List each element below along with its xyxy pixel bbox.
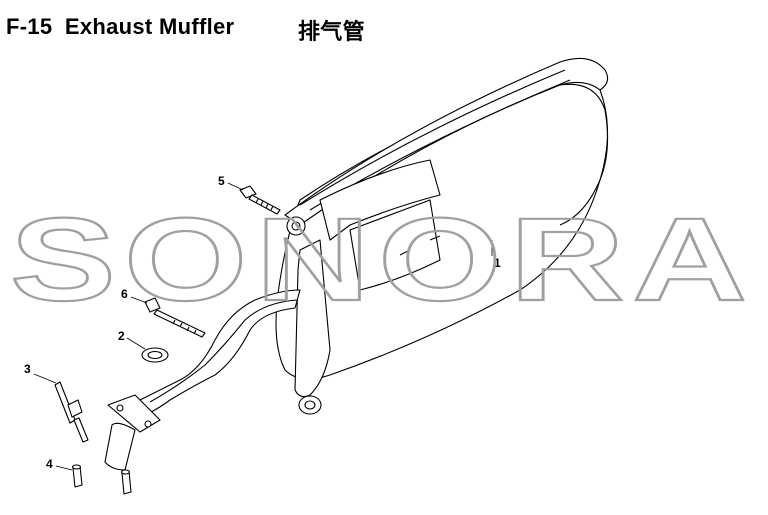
bolt-6 bbox=[144, 297, 206, 338]
callout-6: 6 bbox=[121, 287, 128, 301]
part-name: Exhaust Muffler bbox=[64, 14, 235, 39]
muffler-end-cap bbox=[559, 83, 609, 226]
callout-2: 2 bbox=[118, 329, 125, 343]
bracket-arm bbox=[294, 239, 331, 398]
mount-bracket bbox=[319, 159, 441, 241]
bolt-5 bbox=[239, 185, 281, 215]
part-name-chinese: 排气管 bbox=[298, 19, 365, 44]
watermark-text: SONORA bbox=[10, 194, 755, 326]
callout-4: 4 bbox=[46, 457, 53, 471]
callout-1: 1 bbox=[494, 256, 501, 270]
flange-sleeve bbox=[104, 422, 136, 471]
part-code: F-15 bbox=[6, 14, 53, 39]
callout-5: 5 bbox=[218, 174, 225, 188]
stud-3 bbox=[54, 381, 89, 443]
heat-shield bbox=[284, 57, 609, 226]
callout-3: 3 bbox=[24, 362, 31, 376]
page-title: F-15 Exhaust Muffler 排气管 bbox=[6, 14, 365, 44]
